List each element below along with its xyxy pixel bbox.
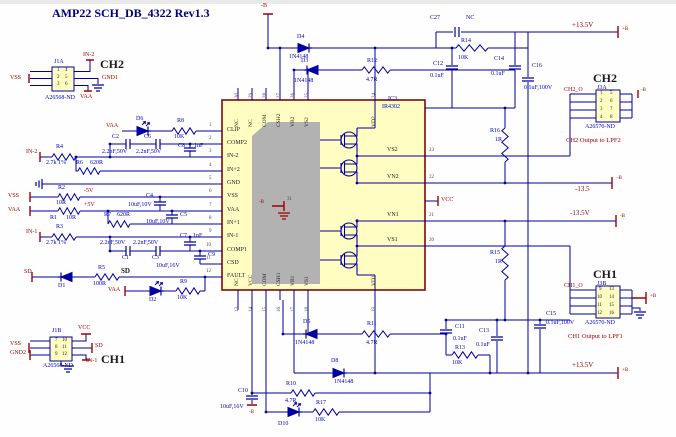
connector-j1b[interactable] [49,336,73,362]
ground-symbols [35,84,646,373]
resistors[interactable] [51,44,509,417]
connector-j3b[interactable] [595,285,621,319]
capacitors[interactable] [125,27,546,400]
ic-die-pad [252,122,320,284]
connector-j3a[interactable] [595,89,621,123]
diodes[interactable] [58,42,347,418]
junction-dots [74,46,542,414]
power-terminals [28,13,647,406]
window-top-edge [0,0,676,4]
connectors[interactable] [49,66,621,362]
connector-j1a[interactable] [51,66,75,92]
ic-block-ir4302[interactable] [221,99,426,291]
mosfets[interactable] [340,128,358,272]
